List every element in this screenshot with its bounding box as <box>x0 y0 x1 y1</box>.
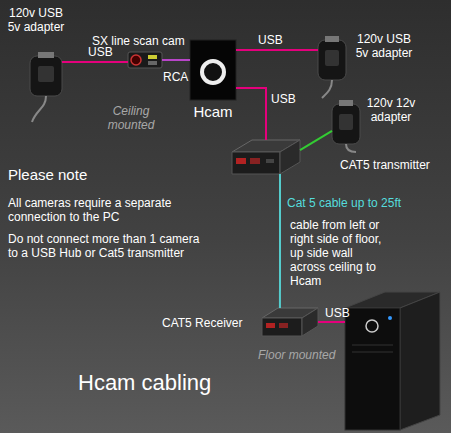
cat5-receiver: CAT5 Receiver <box>262 308 318 336</box>
note-text: All cameras require a separate connectio… <box>8 196 208 224</box>
hcam-box: Hcam <box>190 40 236 100</box>
edge-label: USB <box>271 92 296 106</box>
cable-connector <box>300 131 332 150</box>
adapter-cord <box>32 96 46 122</box>
diagram-title: Hcam cabling <box>78 370 211 396</box>
cat5-receiver-icon <box>262 308 318 336</box>
drive-bay <box>352 345 393 346</box>
note-heading: Please note <box>8 166 87 184</box>
node-label: 120v USB 5v adapter <box>352 32 416 60</box>
pc-tower-icon <box>345 292 440 430</box>
adapter-plug <box>38 52 54 58</box>
port <box>266 159 274 163</box>
port <box>250 158 260 164</box>
cat5-transmitter: CAT5 transmitter <box>232 140 300 174</box>
port <box>279 323 288 328</box>
power-adapter-icon <box>332 100 360 152</box>
node-label: 120v USB 5v adapter <box>4 6 68 34</box>
camera-detail <box>148 55 157 59</box>
cable-connector <box>236 88 266 140</box>
pc-side <box>400 292 440 430</box>
adapter-plug <box>339 100 353 106</box>
node-label: 120v 12v adapter <box>362 96 420 124</box>
cat5-transmitter-icon <box>232 140 300 174</box>
cable-connector <box>162 59 190 61</box>
cable-note: cable from left or right side of floor, … <box>290 218 390 288</box>
mount-note: Ceiling mounted <box>100 104 162 132</box>
cable-connector <box>279 174 281 308</box>
adapter-body <box>332 104 360 144</box>
pc-front <box>345 308 400 430</box>
mount-note: Floor mounted <box>258 348 335 362</box>
usb-adapter: 120v USB 5v adapter <box>30 52 62 98</box>
box-front <box>262 318 302 336</box>
adapter-plug <box>325 36 339 42</box>
cable-connector <box>236 49 318 51</box>
adapter-cord <box>322 80 332 98</box>
camera-body <box>128 52 162 68</box>
camera-lens <box>131 55 141 65</box>
camera-detail <box>148 61 157 65</box>
line-scan-camera: SX line scan cam <box>128 50 162 70</box>
edge-label: USB <box>88 45 113 59</box>
box-front <box>232 152 280 174</box>
note-text: Do not connect more than 1 camera to a U… <box>8 232 208 260</box>
usb-wire <box>318 321 345 323</box>
drive-bay <box>352 352 393 353</box>
port <box>266 323 275 328</box>
cable-connector <box>62 61 128 63</box>
adapter-plate <box>38 66 54 82</box>
adapter-plate <box>339 114 353 130</box>
adapter-plate <box>325 50 339 66</box>
edge-label: Cat 5 cable up to 25ft <box>287 196 401 210</box>
wire-label: USB <box>325 306 350 320</box>
usb-adapter-icon <box>318 36 346 98</box>
edge-label: RCA <box>163 70 188 84</box>
pc-logo <box>366 320 378 332</box>
hcam-body <box>190 40 236 100</box>
power-light <box>388 316 392 320</box>
adapter-body <box>318 40 346 80</box>
node-label: CAT5 Receiver <box>162 316 242 330</box>
usb-adapter-icon <box>30 52 62 122</box>
node-label: Hcam <box>190 103 236 120</box>
edge-label: USB <box>258 33 283 47</box>
port <box>236 158 246 164</box>
line-scan-camera-icon <box>128 52 162 68</box>
usb-adapter: 120v USB 5v adapter <box>318 36 346 84</box>
adapter-cord <box>346 144 356 152</box>
hcam-ring <box>202 61 224 83</box>
box-side <box>302 308 318 336</box>
hcam-icon <box>190 40 236 100</box>
power-adapter: 120v 12v adapter <box>332 100 360 144</box>
adapter-body <box>30 56 62 96</box>
box-side <box>280 140 300 174</box>
node-label: CAT5 transmitter <box>340 158 430 172</box>
